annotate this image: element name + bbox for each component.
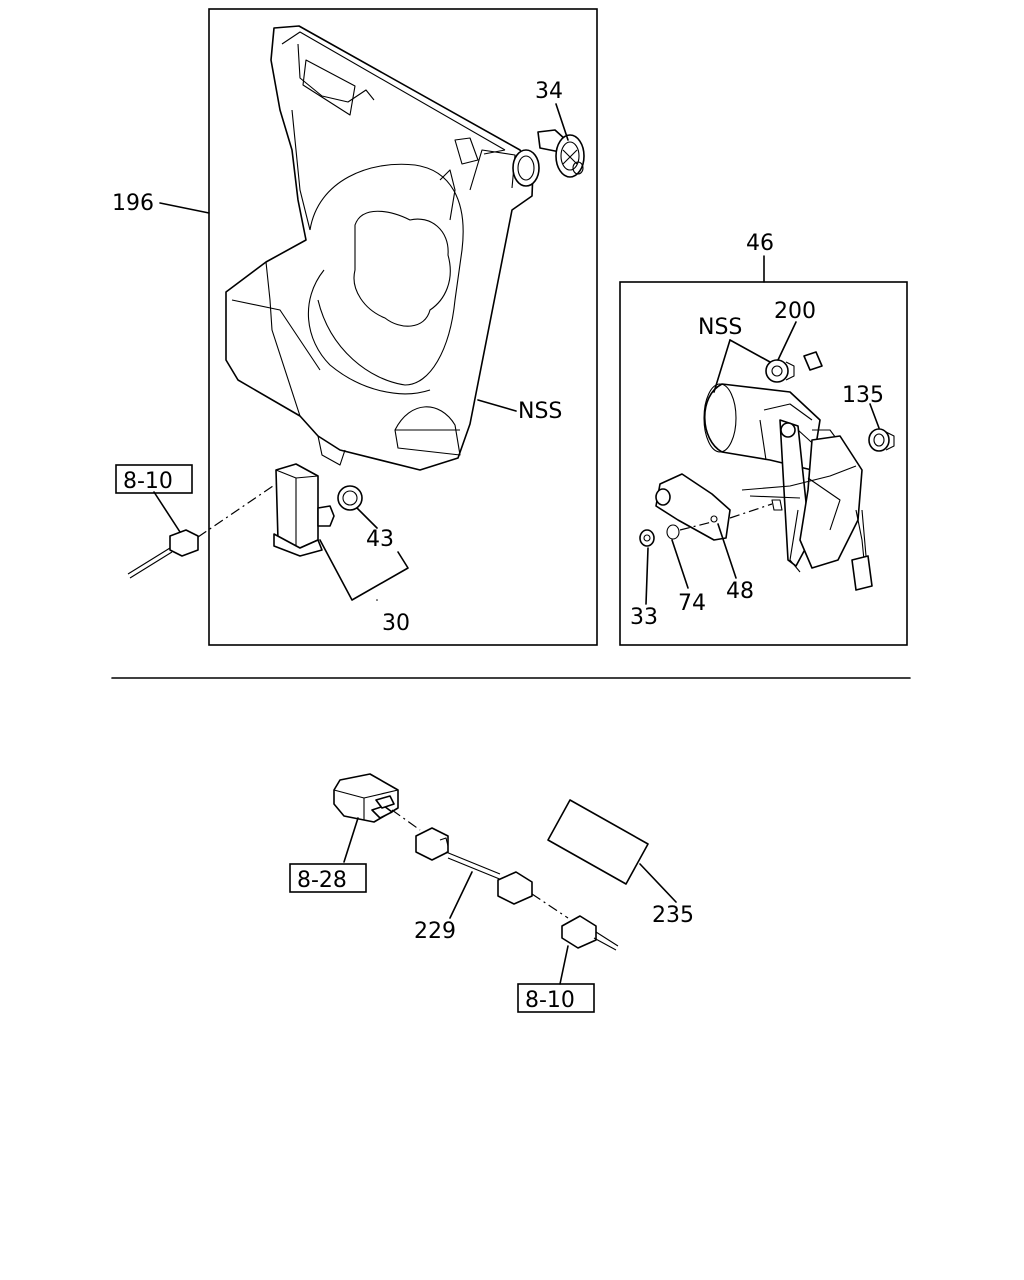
nut: [639, 529, 655, 547]
harness-connector: [561, 915, 619, 951]
ref-box-8-10-bottom: [517, 983, 595, 1013]
label-8-10-bottom: 8-10: [525, 988, 575, 1013]
label-33: 33: [630, 605, 658, 630]
label-235: 235: [652, 903, 694, 928]
washer-135: [868, 428, 895, 452]
motor-bracket: [655, 473, 783, 541]
label-8-10-top: 8-10: [123, 469, 173, 494]
pump-connector: [127, 483, 277, 579]
washer-tank: [225, 25, 540, 471]
label-30: 30: [382, 611, 410, 636]
label-8-28: 8-28: [297, 868, 347, 893]
sub-harness: [415, 827, 569, 919]
label-200: 200: [774, 299, 816, 324]
label-135: 135: [842, 383, 884, 408]
lock-washer: [666, 521, 713, 540]
label-43: 43: [366, 527, 394, 552]
label-196: 196: [112, 191, 154, 216]
label-nss-tank: NSS: [518, 399, 562, 424]
grommet: [337, 485, 363, 511]
label-74: 74: [678, 591, 706, 616]
label-229: 229: [414, 919, 456, 944]
label-nss-motor: NSS: [698, 315, 742, 340]
tank-frame: [208, 8, 598, 646]
bushing: [765, 351, 823, 383]
label-48: 48: [726, 579, 754, 604]
relay: [333, 773, 421, 831]
wiper-motor: [703, 383, 873, 591]
label-34: 34: [535, 79, 563, 104]
label-46: 46: [746, 231, 774, 256]
caution-label: [547, 799, 649, 885]
motor-frame: [619, 281, 908, 646]
filler-cap: [537, 129, 585, 178]
ref-box-8-28: [289, 863, 367, 893]
washer-pump: [273, 463, 335, 557]
ref-box-8-10-top: [115, 464, 193, 494]
